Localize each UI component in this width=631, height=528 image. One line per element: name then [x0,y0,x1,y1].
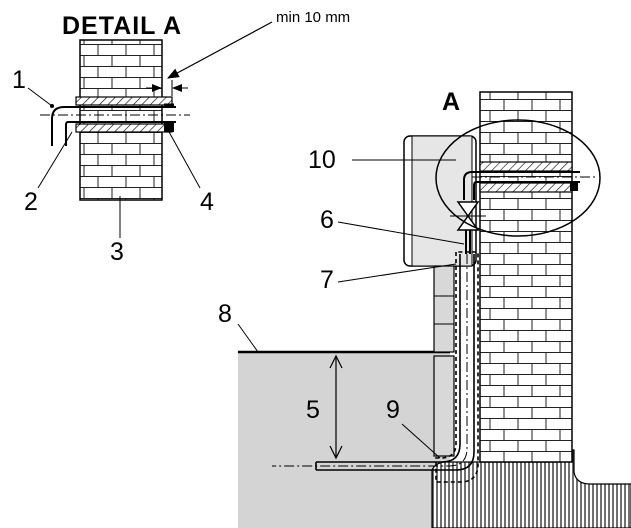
main-flue-outer [463,171,580,200]
detail-pipe-inner [65,121,176,146]
detail-wall [79,39,163,201]
label-4: 4 [200,188,214,216]
main-installation: A 10 6 7 8 5 9 [218,88,631,528]
detail-pipe-outer [51,106,176,146]
label-10: 10 [308,146,336,174]
label-1: 1 [12,66,26,94]
label-2: 2 [24,188,38,216]
section-mark-a: A [442,88,460,116]
label-8: 8 [218,300,232,328]
drain-pipe-outer [316,254,461,463]
main-flue-inner [473,181,580,200]
drain-pipe-inner [316,254,475,471]
label-9: 9 [386,396,400,424]
detail-circle [435,119,601,237]
main-seal [570,181,578,191]
cabinet-upper [433,265,455,353]
detail-title: DETAIL A [62,12,182,40]
main-wall [479,91,573,463]
drain-centerline [272,254,468,467]
detail-seal [164,122,174,132]
floor-block [238,352,450,528]
cabinet-lower [433,355,455,457]
clearance-leader [166,21,273,79]
detail-sleeve-bottom [75,123,173,133]
clearance-label: min 10 mm [276,9,350,26]
detail-sleeve-top [75,96,173,106]
detail-a: DETAIL A min 10 mm 1 2 3 4 [12,9,350,266]
label-7: 7 [320,266,334,294]
pipe-insulation [435,251,479,483]
label-6: 6 [320,206,334,234]
main-sleeve-top [479,161,573,172]
main-sleeve-bottom [479,182,573,193]
valve-top [456,201,480,218]
label-5: 5 [306,396,320,424]
label-3: 3 [110,238,124,266]
